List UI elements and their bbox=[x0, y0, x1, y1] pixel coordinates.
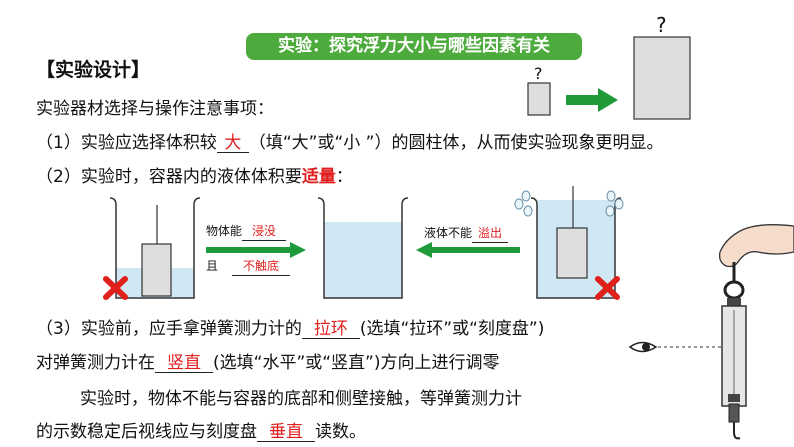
beaker-insufficient bbox=[109, 197, 201, 299]
label-immerse: 物体能浸没 bbox=[206, 222, 287, 241]
eye-icon bbox=[628, 341, 732, 353]
q3-suffix: (选填“拉环”或“刻度盘”) bbox=[359, 319, 545, 339]
q1-answer: 大 bbox=[216, 134, 249, 153]
question-mark-small: ? bbox=[534, 64, 543, 83]
note-l2-prefix: 的示数稳定后视线应与刻度盘 bbox=[36, 422, 257, 442]
cross-icon-2 bbox=[595, 276, 620, 300]
page-title: 实验：探究浮力大小与哪些因素有关 bbox=[246, 33, 582, 60]
beaker-proper bbox=[317, 197, 409, 299]
section-heading: 【实验设计】 bbox=[36, 59, 151, 81]
q3-answer: 拉环 bbox=[301, 320, 360, 339]
q2-answer: 适量 bbox=[301, 167, 336, 187]
q1-suffix: （填“大”或“小 ”）的圆柱体，从而使实验现象更明显。 bbox=[248, 133, 664, 153]
q3-prefix: （3）实验前，应手拿弹簧测力计的 bbox=[36, 319, 302, 339]
green-arrow-right-2 bbox=[206, 242, 306, 258]
label-not-touch: 且不触底 bbox=[206, 257, 291, 276]
answer-not-touch: 不触底 bbox=[232, 257, 291, 276]
cross-icon-1 bbox=[103, 276, 128, 300]
q2-prefix: （2）实验时，容器内的液体体积要 bbox=[36, 167, 302, 187]
note-line-2: 的示数稳定后视线应与刻度盘垂直读数。 bbox=[36, 417, 366, 442]
note-line-1: 实验时，物体不能与容器的底部和侧壁接触，等弹簧测力计 bbox=[80, 389, 522, 409]
green-arrow-right bbox=[566, 88, 618, 112]
label-immerse-text: 物体能 bbox=[206, 224, 243, 238]
label-no-overflow-text: 液体不能 bbox=[424, 226, 473, 240]
green-arrow-left bbox=[416, 242, 520, 258]
answer-immerse: 浸没 bbox=[242, 222, 287, 241]
question-mark-large: ? bbox=[656, 13, 667, 37]
note-answer: 垂直 bbox=[257, 423, 315, 442]
label-no-overflow: 液体不能溢出 bbox=[424, 224, 509, 243]
label-not-touch-text: 且 bbox=[206, 259, 219, 273]
beaker-overflow bbox=[514, 186, 624, 299]
q3-l2-suffix: (选填“水平”或“竖直”)方向上进行调零 bbox=[213, 353, 500, 373]
answer-no-overflow: 溢出 bbox=[472, 224, 509, 243]
small-block bbox=[527, 82, 551, 116]
note-l2-suffix: 读数。 bbox=[315, 422, 366, 442]
question-2: （2）实验时，容器内的液体体积要适量： bbox=[36, 162, 353, 187]
q3-l2-prefix: 对弹簧测力计在 bbox=[36, 353, 155, 373]
question-3: （3）实验前，应手拿弹簧测力计的拉环(选填“拉环”或“刻度盘”) bbox=[36, 314, 544, 339]
q2-suffix: ： bbox=[335, 167, 353, 187]
large-block bbox=[633, 36, 691, 120]
question-3-line2: 对弹簧测力计在竖直(选填“水平”或“竖直”)方向上进行调零 bbox=[36, 348, 500, 373]
q1-prefix: （1）实验应选择体积较 bbox=[36, 133, 217, 153]
question-1: （1）实验应选择体积较大（填“大”或“小 ”）的圆柱体，从而使实验现象更明显。 bbox=[36, 128, 663, 153]
spring-scale-icon bbox=[721, 262, 747, 440]
q3-l2-answer: 竖直 bbox=[155, 354, 213, 373]
intro-line: 实验器材选择与操作注意事项： bbox=[36, 99, 274, 119]
hand-icon bbox=[718, 224, 794, 268]
